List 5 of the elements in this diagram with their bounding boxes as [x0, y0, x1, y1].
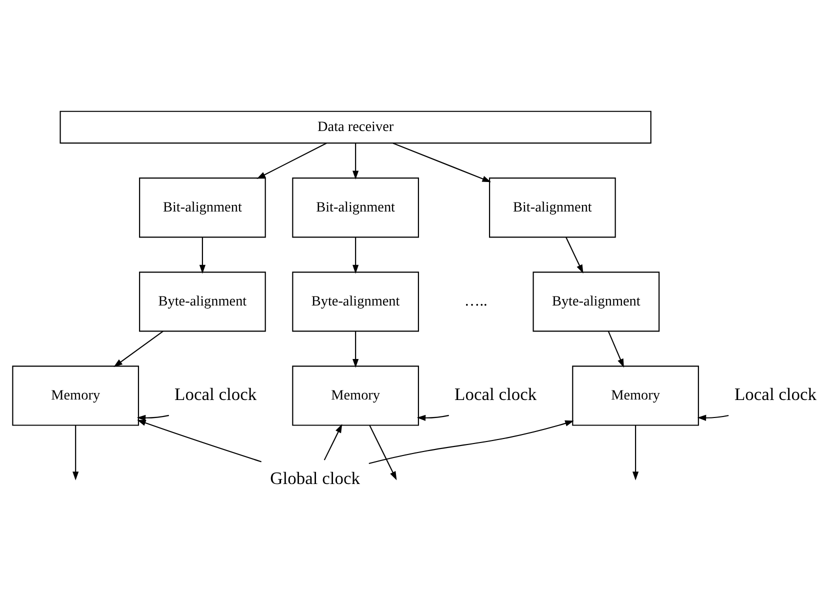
- label: …..: [464, 292, 488, 310]
- node-text: Global clock: [270, 468, 360, 488]
- node-text: Local clock: [174, 384, 257, 404]
- node-text: Local clock: [734, 384, 817, 404]
- node-text: Local clock: [454, 384, 537, 404]
